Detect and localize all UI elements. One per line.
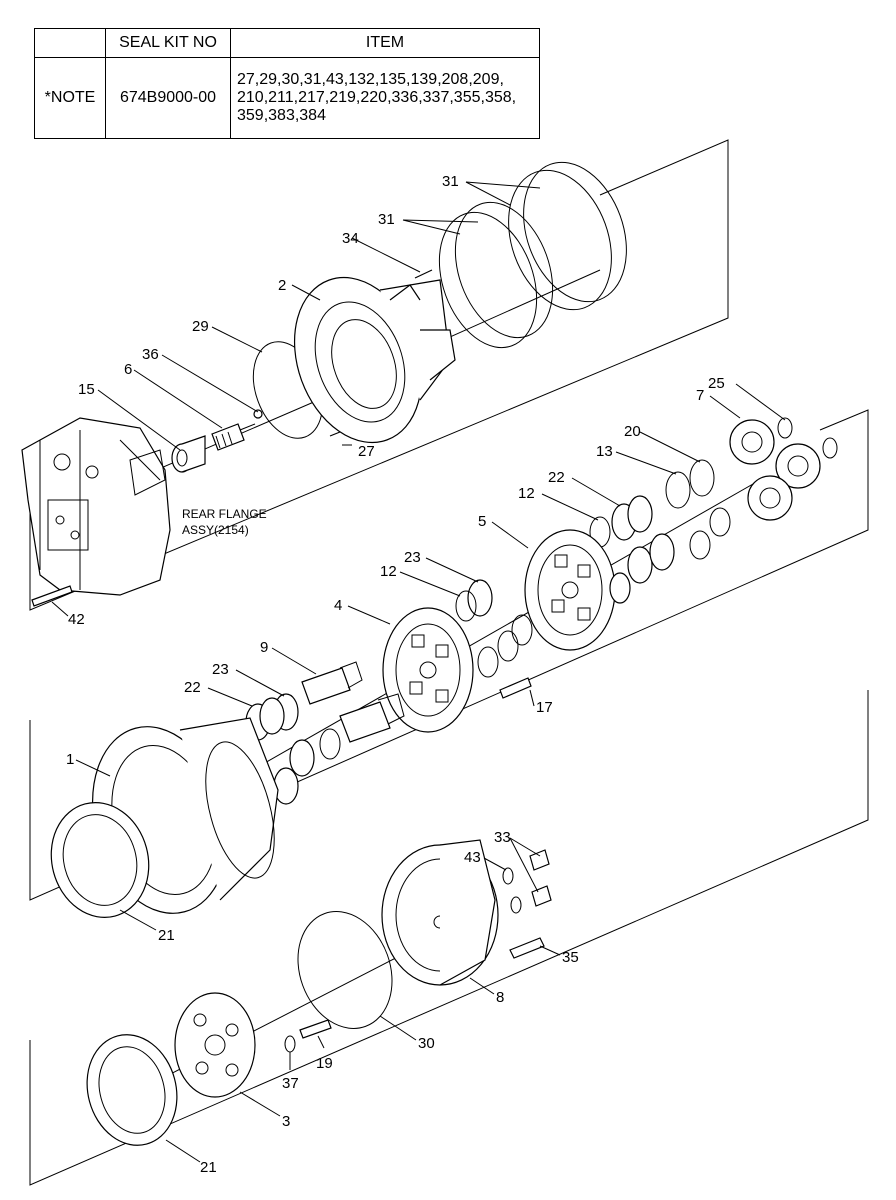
callout-4: 4 bbox=[334, 597, 342, 614]
callout-2: 2 bbox=[278, 277, 286, 294]
main-bearing-21-lower bbox=[86, 1034, 178, 1146]
bearing-group-mid bbox=[609, 507, 731, 604]
shaft-6 bbox=[211, 423, 256, 451]
ring-13 bbox=[665, 471, 691, 509]
items-line-2: 210,211,217,219,220,336,337,355,358, bbox=[237, 89, 517, 106]
ring-25 bbox=[777, 417, 793, 439]
rear-flange-label-line-1: REAR FLANGE bbox=[182, 507, 267, 521]
callout-15: 15 bbox=[78, 381, 95, 398]
callout-22a: 22 bbox=[548, 469, 565, 486]
sun-gear-shaft bbox=[339, 693, 405, 743]
callout-43: 43 bbox=[464, 849, 481, 866]
callout-33: 33 bbox=[494, 829, 511, 846]
section-boundaries bbox=[29, 139, 869, 1186]
rings-mid-group bbox=[477, 614, 533, 678]
bearing-group-left bbox=[273, 728, 341, 805]
callout-17: 17 bbox=[536, 699, 553, 716]
bolt-19 bbox=[299, 1019, 332, 1039]
callout-22b: 22 bbox=[184, 679, 201, 696]
cover-8 bbox=[381, 839, 499, 986]
items-line-3: 359,383,384 bbox=[237, 107, 326, 124]
seal-kit-table: SEAL KIT NO ITEM *NOTE 674B9000-00 27,29… bbox=[34, 28, 540, 139]
pin-27 bbox=[329, 431, 341, 437]
ring-25b bbox=[822, 437, 838, 459]
callout-27: 27 bbox=[358, 443, 375, 460]
callout-31a: 31 bbox=[442, 173, 459, 190]
carrier-4 bbox=[382, 607, 474, 733]
rear-flange-assembly bbox=[21, 417, 171, 596]
bearing-22-left bbox=[245, 697, 285, 741]
callout-13: 13 bbox=[596, 443, 613, 460]
callout-9: 9 bbox=[260, 639, 268, 656]
o-ring-43a bbox=[502, 867, 514, 885]
callout-29: 29 bbox=[192, 318, 209, 335]
cover-3 bbox=[174, 992, 256, 1098]
o-ring-43b bbox=[510, 896, 522, 914]
callout-31b: 31 bbox=[378, 211, 395, 228]
pin-17 bbox=[499, 677, 532, 699]
callout-8: 8 bbox=[496, 989, 504, 1006]
callout-6: 6 bbox=[124, 361, 132, 378]
items-line-1: 27,29,30,31,43,132,135,139,208,209, bbox=[237, 71, 504, 88]
main-bearing-21-upper bbox=[50, 802, 150, 918]
carrier-5 bbox=[524, 529, 616, 651]
bearing-23-mid bbox=[467, 579, 493, 617]
callout-30: 30 bbox=[418, 1035, 435, 1052]
callout-7: 7 bbox=[696, 387, 704, 404]
callout-25: 25 bbox=[708, 375, 725, 392]
callout-19: 19 bbox=[316, 1055, 333, 1072]
callout-42: 42 bbox=[68, 611, 85, 628]
shaft-9 bbox=[301, 661, 363, 705]
callout-5: 5 bbox=[478, 513, 486, 530]
rear-flange-label-line-2: ASSY(2154) bbox=[182, 523, 249, 537]
callout-12b: 12 bbox=[380, 563, 397, 580]
housing-2 bbox=[293, 276, 456, 444]
o-ring-30 bbox=[297, 911, 393, 1029]
bolt-35 bbox=[509, 937, 545, 959]
pin-42 bbox=[31, 585, 73, 607]
ring-20 bbox=[689, 459, 715, 497]
bearing-15 bbox=[171, 435, 206, 473]
callout-20: 20 bbox=[624, 423, 641, 440]
rear-flange-label: REAR FLANGE ASSY(2154) bbox=[182, 507, 267, 537]
callout-21a: 21 bbox=[158, 927, 175, 944]
callout-34: 34 bbox=[342, 230, 359, 247]
callout-labels: 31 31 34 2 29 36 6 15 27 25 7 20 13 22 1… bbox=[66, 173, 725, 1176]
table-row: *NOTE 674B9000-00 27,29,30,31,43,132,135… bbox=[34, 57, 540, 139]
callout-23b: 23 bbox=[212, 661, 229, 678]
ball-36 bbox=[253, 409, 263, 419]
callout-3: 3 bbox=[282, 1113, 290, 1130]
callout-36: 36 bbox=[142, 346, 159, 363]
leader-lines bbox=[51, 181, 786, 1163]
callout-35: 35 bbox=[562, 949, 579, 966]
callout-23a: 23 bbox=[404, 549, 421, 566]
items-cell: 27,29,30,31,43,132,135,139,208,209, 210,… bbox=[230, 57, 540, 139]
callout-1: 1 bbox=[66, 751, 74, 768]
plug-33b bbox=[531, 885, 552, 907]
plug-33a bbox=[529, 849, 550, 871]
washer-37 bbox=[284, 1035, 296, 1053]
pin-34 bbox=[414, 269, 433, 279]
note-cell: *NOTE bbox=[34, 57, 106, 139]
ring-12-mid bbox=[455, 590, 477, 622]
callout-21b: 21 bbox=[200, 1159, 217, 1176]
bearing-22-upper bbox=[611, 495, 653, 541]
floating-seal-31 bbox=[438, 161, 627, 349]
callout-37: 37 bbox=[282, 1075, 299, 1092]
planetary-gears-7 bbox=[729, 419, 821, 521]
callout-12a: 12 bbox=[518, 485, 535, 502]
